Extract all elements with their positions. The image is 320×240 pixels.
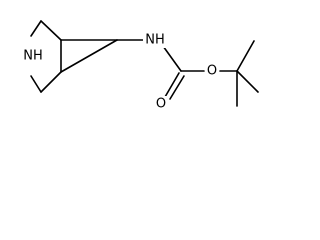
bond-carbonyl-double-2 xyxy=(169,75,185,100)
bond-tert-c-to-right-methyl xyxy=(236,70,259,93)
bond-ring-to-nh-bottom xyxy=(30,75,42,93)
carbonyl-oxygen-label: O xyxy=(156,97,166,112)
amine-nh-label: NH xyxy=(23,49,43,64)
atom-labels: NH NH O O xyxy=(22,32,219,112)
bond-tert-c-to-upper-methyl xyxy=(236,40,255,72)
bond-cyclopropane-bottom xyxy=(60,39,118,73)
carbonyl-oxygen-label-bg xyxy=(154,96,168,112)
bonds xyxy=(30,20,259,107)
ester-oxygen-label: O xyxy=(207,64,217,79)
molecule-diagram: NH NH O O xyxy=(22,20,259,112)
carbamate-nh-label: NH xyxy=(145,33,165,48)
carbamate-nh-label-bg xyxy=(143,32,167,48)
bond-bottom-ring-c3-c4 xyxy=(40,71,62,93)
bond-top-ring-c1-c2 xyxy=(40,20,62,41)
bond-carbamate-nh-to-carbonyl-c xyxy=(162,45,182,72)
amine-nh-label-bg xyxy=(22,48,44,64)
chemical-structure-canvas: NH NH O O xyxy=(22,20,259,112)
ester-oxygen-label-bg xyxy=(205,63,219,79)
bond-ring-to-nh-top xyxy=(30,20,42,37)
bond-carbonyl-double-1 xyxy=(164,72,180,98)
